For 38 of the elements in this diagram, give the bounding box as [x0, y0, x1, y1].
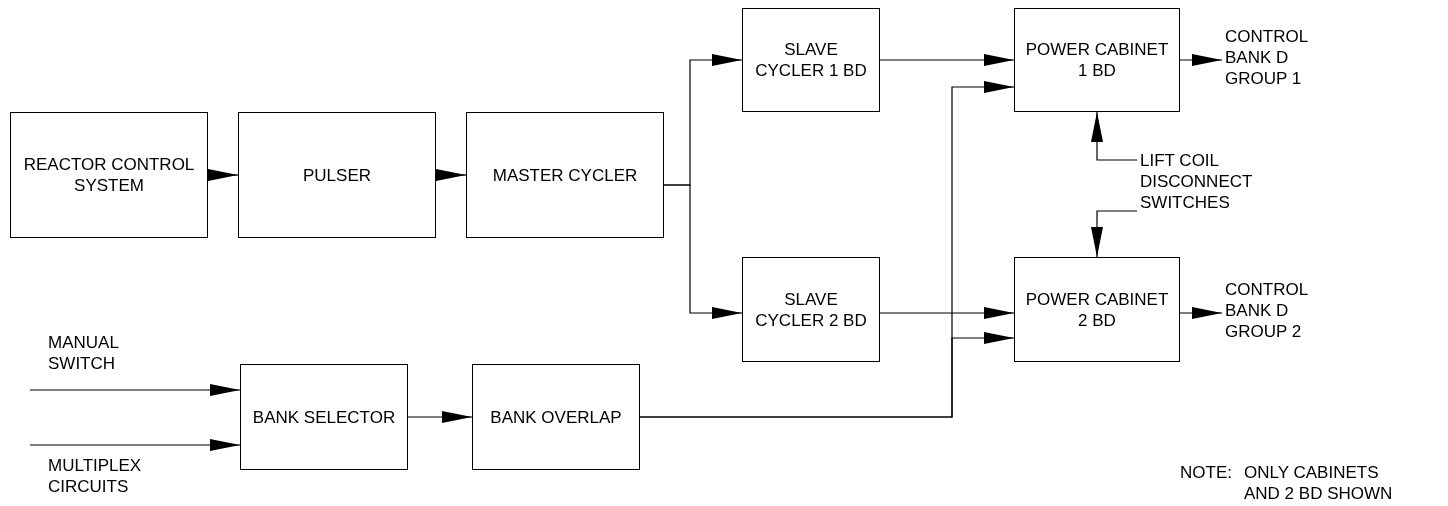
- process-box: [240, 364, 408, 470]
- arrow: [879, 54, 1015, 66]
- arrow: [29, 439, 241, 451]
- arrow: [435, 169, 467, 181]
- edge-label: MULTIPLEX CIRCUITS: [48, 455, 143, 497]
- box-label: MASTER CYCLER: [491, 164, 639, 186]
- node-text: LIFT COIL DISCONNECT SWITCHES: [1140, 148, 1270, 214]
- arrow: [29, 384, 241, 396]
- note-text: ONLY CABINETS AND 2 BD SHOWN: [1244, 462, 1394, 504]
- edge-label: MANUAL SWITCH: [48, 332, 120, 374]
- process-box: [742, 8, 880, 112]
- arrow: [1091, 210, 1138, 258]
- arrow: [879, 307, 1015, 319]
- process-box: [238, 112, 436, 238]
- arrow: [1179, 307, 1223, 319]
- box-label: SLAVE CYCLER 1 BD: [754, 39, 868, 81]
- box-label: PULSER: [302, 164, 372, 186]
- process-box: [10, 112, 208, 238]
- box-label: SLAVE CYCLER 2 BD: [754, 288, 868, 331]
- box-label: REACTOR CONTROL SYSTEM: [22, 154, 196, 196]
- note-label: NOTE:: [1180, 462, 1232, 483]
- arrow: [1179, 54, 1223, 66]
- process-box: [466, 112, 664, 238]
- box-label: BANK SELECTOR: [251, 406, 397, 428]
- node-text: CONTROL BANK D GROUP 1: [1225, 24, 1325, 90]
- box-label: POWER CABINET 1 BD: [1024, 39, 1170, 81]
- box-label: BANK OVERLAP: [489, 406, 623, 428]
- arrow: [663, 184, 743, 319]
- arrow: [639, 332, 1015, 418]
- arrow: [207, 169, 239, 181]
- arrow: [407, 411, 473, 423]
- process-box: [472, 364, 640, 470]
- node-text: CONTROL BANK D GROUP 2: [1225, 277, 1325, 343]
- process-box: [1014, 8, 1180, 112]
- process-box: [742, 257, 880, 362]
- box-label: POWER CABINET 2 BD: [1024, 288, 1170, 331]
- process-box: [1014, 257, 1180, 362]
- arrow: [1091, 111, 1138, 161]
